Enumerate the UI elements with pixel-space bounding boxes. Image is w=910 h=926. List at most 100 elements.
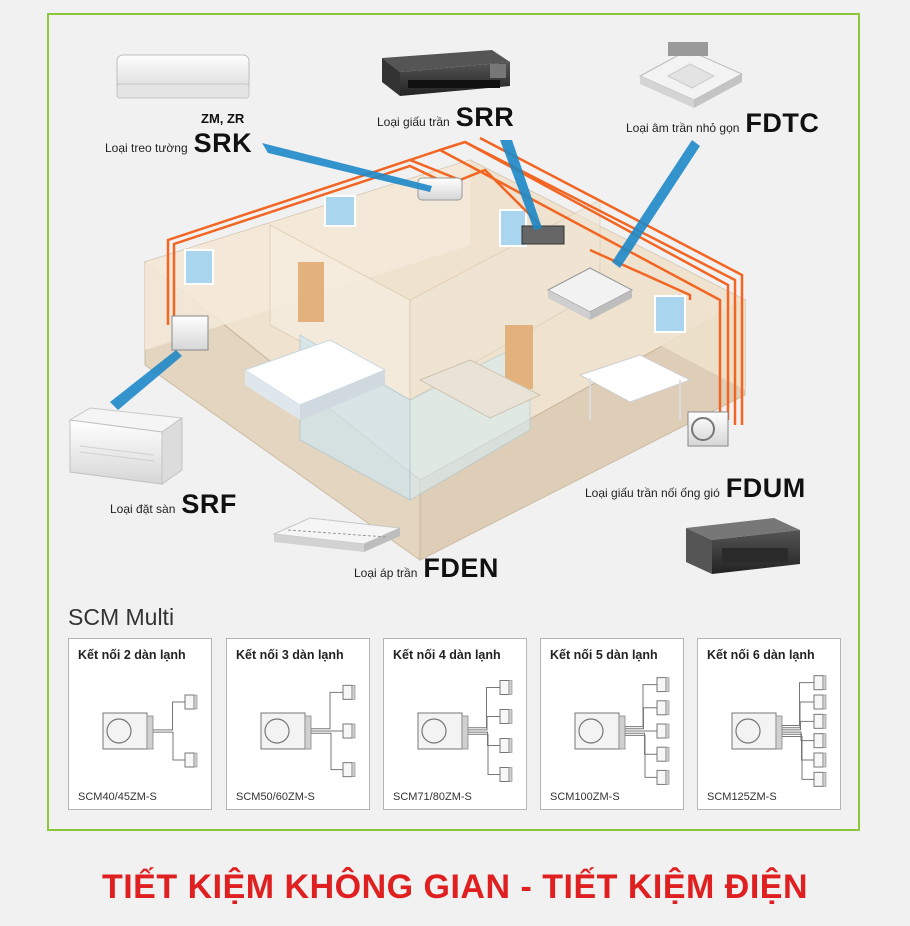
indoor-unit-icon [184,694,198,710]
scm-connection-diagram [260,684,356,778]
indoor-unit-icon [342,684,356,700]
scm-connection-diagram [731,675,827,787]
house-illustration [68,42,800,574]
fdum-model: FDUM [725,473,806,503]
pipe-line [153,701,185,731]
door [298,262,324,322]
duct-unit-in-room [521,225,565,245]
srf-product-image [68,407,184,485]
srk-label: Loại treo tường SRK [105,128,252,159]
indoor-unit-icon [813,694,827,710]
scm-config-model: SCM71/80ZM-S [393,791,472,803]
indoor-unit-icon [499,738,513,753]
outdoor-unit-icon [417,712,469,750]
pipe-line [625,734,657,778]
indoor-unit-icon [656,746,670,762]
fdtc-product-image [638,42,744,108]
indoor-unit-icon [656,700,670,716]
pipe-line [311,732,343,771]
fdum-label: Loại giấu trần nối ống gió FDUM [585,473,806,504]
indoor-unit-icon [656,723,670,739]
indoor-unit-icon [813,733,827,749]
outdoor-unit-icon [102,712,154,750]
fdum-product-image [686,518,800,574]
door [505,325,533,389]
pipe-line [625,684,657,728]
srf-type: Loại đặt sàn [110,502,176,516]
outdoor-unit-icon [260,712,312,750]
scm-config-label: Kết nối 2 dàn lạnh [78,648,186,662]
indoor-unit-icon [499,709,513,724]
outdoor-unit-in-room [687,411,729,447]
scm-config-box: Kết nối 5 dàn lạnh SCM100ZM-S [540,638,684,810]
scm-config-box: Kết nối 4 dàn lạnh SCM71/80ZM-S [383,638,527,810]
pipe-line [625,732,657,755]
indoor-unit-icon [499,680,513,695]
indoor-unit-icon [342,762,356,778]
scm-config-label: Kết nối 4 dàn lạnh [393,648,501,662]
srr-model: SRR [455,102,515,132]
pipe-line [468,733,500,775]
pipe-line [782,733,814,761]
scm-config-label: Kết nối 6 dàn lạnh [707,648,815,662]
scm-config-model: SCM40/45ZM-S [78,791,157,803]
scm-config-box: Kết nối 3 dàn lạnh SCM50/60ZM-S [226,638,370,810]
indoor-unit-icon [342,723,356,739]
fden-type: Loại áp trần [354,566,418,580]
scm-config-model: SCM100ZM-S [550,791,620,803]
pipe-line [782,682,814,726]
pipe-line [468,716,500,731]
fden-label: Loại áp trần FDEN [354,553,499,584]
scm-multi-title: SCM Multi [68,604,175,630]
srk-series-label: ZM, ZR [201,111,245,126]
indoor-unit-icon [813,713,827,729]
pipe-line [782,736,814,780]
indoor-unit-icon [184,752,198,768]
scm-connection-diagram [574,677,670,785]
scm-config-model: SCM125ZM-S [707,791,777,803]
scm-config-box: Kết nối 2 dàn lạnh SCM40/45ZM-S [68,638,212,810]
indoor-unit-icon [499,767,513,782]
indoor-unit-icon [813,752,827,768]
srf-label: Loại đặt sàn SRF [110,489,237,520]
pipe-line [468,687,500,729]
srr-label: Loại giấu trần SRR [377,102,514,133]
pipe-line [782,720,814,731]
scm-config-label: Kết nối 3 dàn lạnh [236,648,344,662]
window [184,249,214,285]
fden-model: FDEN [423,553,499,583]
indoor-unit-icon [656,769,670,785]
srr-type: Loại giấu trần [377,115,450,129]
pipe-line [782,701,814,729]
fdtc-label: Loại âm trần nhỏ gọn FDTC [626,108,819,139]
srk-product-image [116,54,250,99]
fdum-type: Loại giấu trần nối ống gió [585,486,720,500]
pipe-line [625,707,657,730]
bed-side [300,370,385,420]
fdtc-model: FDTC [745,108,820,138]
srk-type: Loại treo tường [105,141,188,155]
scm-config-box: Kết nối 6 dàn lạnh SCM125ZM-S [697,638,841,810]
refrigerant-pipes [166,136,744,425]
counter [418,359,542,419]
outdoor-unit-icon [574,712,626,750]
pipe-line [311,691,343,730]
indoor-unit-icon [813,675,827,691]
scm-connection-diagram [102,694,198,768]
dining-table [578,354,692,403]
srk-model: SRK [193,128,253,158]
window [654,295,686,333]
scm-config-label: Kết nối 5 dàn lạnh [550,648,658,662]
fden-product-image [272,517,402,552]
outdoor-unit-icon [731,712,783,750]
scm-config-model: SCM50/60ZM-S [236,791,315,803]
callout-beams [110,140,700,410]
footer-slogan: TIẾT KIỆM KHÔNG GIAN - TIẾT KIỆM ĐIỆN [101,868,809,906]
srf-model: SRF [181,489,237,519]
window [324,195,356,227]
bed-side [245,370,300,420]
indoor-unit-icon [656,677,670,693]
scm-connection-diagram [417,680,513,782]
floor-unit-in-room [171,315,209,351]
pipe-line [153,731,185,761]
